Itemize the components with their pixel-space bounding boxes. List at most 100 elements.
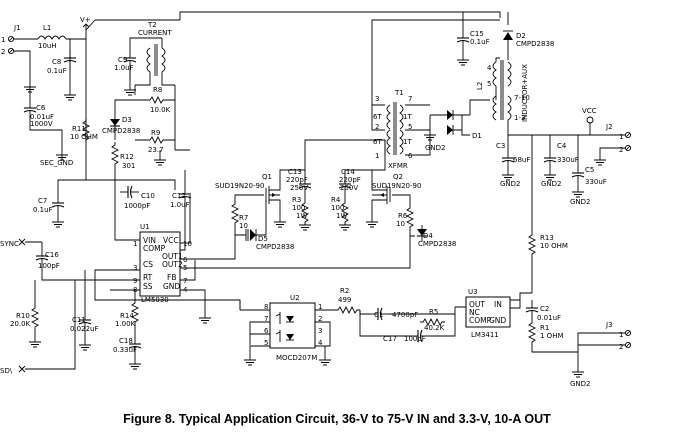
svg-text:R6: R6 (398, 212, 408, 220)
svg-text:20.0K: 20.0K (10, 320, 31, 328)
output-connector-j3: J3 1 2 (577, 321, 632, 352)
svg-text:OUT2: OUT2 (162, 260, 183, 269)
svg-text:L1: L1 (43, 24, 51, 32)
svg-text:1: 1 (619, 331, 623, 339)
svg-text:GND2: GND2 (570, 198, 591, 206)
svg-text:2: 2 (619, 146, 623, 154)
resistor-r11: R11 10 OHM (70, 117, 98, 144)
svg-text:C18: C18 (119, 337, 133, 345)
svg-text:250V: 250V (340, 184, 358, 192)
svg-text:R11: R11 (72, 125, 86, 133)
svg-text:Q2: Q2 (393, 173, 403, 181)
sync-input: SYNC C16 100pF (0, 238, 140, 281)
svg-text:SS: SS (143, 282, 153, 291)
ic-u3-lm3411: U3 LM3411 OUT IN NC COMP GND (455, 288, 520, 339)
capacitor-c15: C15 0.1uF (456, 12, 490, 66)
shutdown-input: SD\ (0, 280, 76, 375)
capacitor-c11: C11 0.022uF (70, 270, 99, 351)
capacitor-c6: C6 0.01uF 1000V (23, 87, 63, 160)
svg-text:R2: R2 (340, 287, 349, 295)
svg-text:1: 1 (133, 240, 137, 248)
svg-text:C15: C15 (470, 30, 484, 38)
inductor-l1: L1 10uH (37, 24, 67, 50)
figure-caption: Figure 8. Typical Application Circuit, 3… (123, 412, 551, 426)
capacitor-c12: C12 1.0uF (170, 185, 192, 209)
svg-text:D4: D4 (423, 232, 433, 240)
svg-text:C2: C2 (540, 305, 549, 313)
svg-text:SUD19N20-90: SUD19N20-90 (372, 182, 421, 190)
svg-text:40.2K: 40.2K (424, 324, 445, 332)
svg-text:330uF: 330uF (557, 156, 579, 164)
svg-text:C7: C7 (38, 197, 47, 205)
mosfet-q2: Q2 SUD19N20-90 (371, 170, 421, 222)
svg-text:IN: IN (494, 300, 502, 309)
svg-text:1: 1 (619, 133, 623, 141)
resistor-r10: R10 20.0K (10, 280, 42, 348)
input-connector-j1: J1 12 (1, 24, 21, 56)
svg-text:D2: D2 (516, 32, 526, 40)
svg-text:1.0uF: 1.0uF (114, 64, 134, 72)
svg-text:VIN: VIN (143, 236, 156, 245)
svg-text:0.1uF: 0.1uF (33, 206, 53, 214)
svg-text:C12: C12 (172, 192, 186, 200)
svg-text:C9: C9 (118, 56, 127, 64)
resistor-r8: R8 10.0K (134, 85, 176, 114)
svg-text:CURRENT: CURRENT (138, 29, 172, 37)
capacitor-c18: C18 0.33uF (113, 335, 142, 370)
svg-text:D3: D3 (122, 116, 132, 124)
svg-text:VCC: VCC (582, 107, 597, 115)
svg-text:2: 2 (375, 123, 379, 131)
capacitor-c4: C4 330uF GND2 (541, 135, 579, 188)
svg-text:4: 4 (318, 339, 323, 347)
svg-text:T2: T2 (147, 21, 157, 29)
svg-text:D1: D1 (472, 132, 482, 140)
svg-text:R9: R9 (151, 129, 160, 137)
svg-text:L2: L2 (476, 82, 484, 90)
svg-text:R14: R14 (120, 312, 134, 320)
svg-text:6T: 6T (373, 113, 382, 121)
svg-text:VCC: VCC (163, 236, 179, 245)
svg-text:10 OHM: 10 OHM (540, 242, 568, 250)
svg-text:U2: U2 (290, 294, 300, 302)
svg-text:7: 7 (264, 315, 268, 323)
svg-text:100: 100 (292, 204, 305, 212)
svg-text:1T: 1T (403, 113, 412, 121)
svg-text:C10: C10 (141, 192, 155, 200)
svg-text:0.33uF: 0.33uF (113, 346, 137, 354)
svg-text:R5: R5 (429, 308, 438, 316)
resistor-r6: R6 10 (396, 204, 414, 231)
vplus-label: V+ (80, 16, 91, 30)
svg-text:GND2: GND2 (541, 180, 562, 188)
capacitor-c1: C1 4700pF (359, 307, 456, 325)
svg-text:2: 2 (619, 343, 623, 351)
svg-text:C3: C3 (496, 142, 505, 150)
svg-text:CS: CS (143, 260, 153, 269)
svg-text:C5: C5 (585, 166, 594, 174)
svg-text:SUD19N20-90: SUD19N20-90 (215, 182, 264, 190)
current-transformer-t2: T2 CURRENT (135, 21, 175, 86)
resistor-r2: R2 499 (315, 287, 361, 314)
svg-text:10.0K: 10.0K (150, 106, 171, 114)
svg-text:CMPD2838: CMPD2838 (516, 40, 554, 48)
svg-text:5: 5 (264, 339, 268, 347)
svg-text:J3: J3 (605, 321, 613, 329)
svg-text:10 OHM: 10 OHM (70, 133, 98, 141)
svg-text:100: 100 (331, 204, 344, 212)
svg-text:R1: R1 (540, 324, 549, 332)
gnd2-label-t1: GND2 (425, 144, 446, 152)
svg-text:1: 1 (375, 152, 379, 160)
gnd2-label-bottom: GND2 (570, 380, 591, 388)
svg-text:250V: 250V (290, 184, 308, 192)
svg-text:LM3411: LM3411 (471, 331, 499, 339)
svg-text:C6: C6 (36, 104, 46, 112)
resistor-r9: R9 23.7 (135, 110, 190, 154)
svg-text:SYNC: SYNC (0, 240, 19, 248)
svg-text:6: 6 (183, 256, 188, 264)
svg-text:330uF: 330uF (585, 178, 607, 186)
resistor-r1: R1 1 OHM (528, 319, 579, 372)
resistor-r14: R14 1.00K (115, 289, 140, 336)
svg-text:R10: R10 (16, 312, 30, 320)
svg-text:0.022uF: 0.022uF (70, 325, 99, 333)
